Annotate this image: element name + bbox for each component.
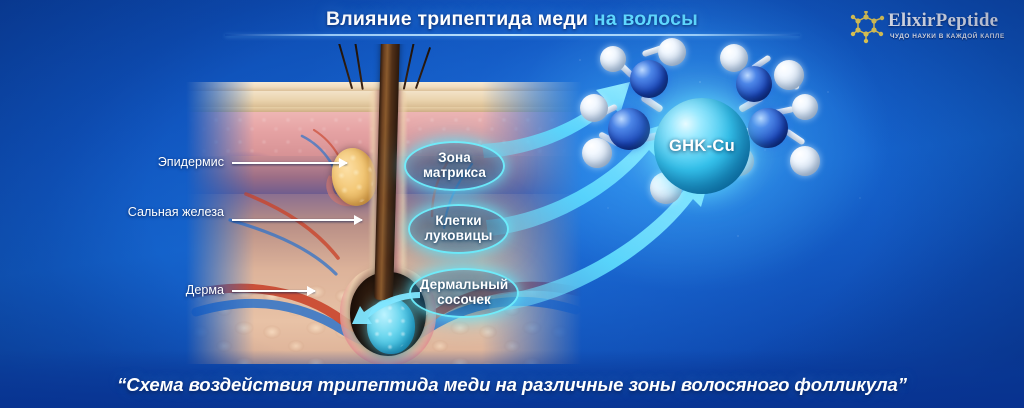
title-divider xyxy=(225,34,800,36)
atom-hydrogen xyxy=(792,94,818,120)
papilla-pointer-arrow xyxy=(352,292,420,324)
page-title: Влияние трипептида меди на волосы xyxy=(326,8,698,31)
molecule-logo-icon xyxy=(850,11,885,44)
logo-tagline: ЧУДО НАУКИ В КАЖДОЙ КАПЛЕ xyxy=(890,33,1005,40)
atom-hydrogen xyxy=(774,60,804,90)
atom-hydrogen xyxy=(582,138,612,168)
logo-wordmark: ElixirPeptide xyxy=(888,10,999,31)
label-arrow-sebaceous-gland xyxy=(232,215,363,225)
label-arrow-epidermis xyxy=(232,158,348,168)
label-sebaceous-gland: Сальная железа xyxy=(127,205,224,219)
atom-hydrogen xyxy=(658,38,686,66)
title-accent: на волосы xyxy=(593,8,699,30)
label-epidermis: Эпидермис xyxy=(157,155,224,169)
atom-nitrogen xyxy=(736,66,772,102)
atom-nitrogen xyxy=(608,108,650,150)
atom-hydrogen xyxy=(790,146,820,176)
footer-caption: “Схема воздействия трипептида меди на ра… xyxy=(117,374,907,395)
brand-logo[interactable]: ElixirPeptide ЧУДО НАУКИ В КАЖДОЙ КАПЛЕ xyxy=(850,8,1012,48)
label-dermis: Дерма xyxy=(185,283,224,297)
ghk-cu-molecule: GHK-Cu xyxy=(578,38,828,238)
atom-hydrogen xyxy=(720,44,748,72)
ghk-cu-core-sphere: GHK-Cu xyxy=(654,98,750,194)
molecule-label: GHK-Cu xyxy=(669,136,735,155)
atom-nitrogen xyxy=(748,108,788,148)
atom-hydrogen xyxy=(600,46,626,72)
title-main: Влияние трипептида меди xyxy=(325,8,594,30)
atom-hydrogen xyxy=(580,94,608,122)
label-arrow-dermis xyxy=(232,286,316,296)
atom-nitrogen xyxy=(630,60,668,98)
